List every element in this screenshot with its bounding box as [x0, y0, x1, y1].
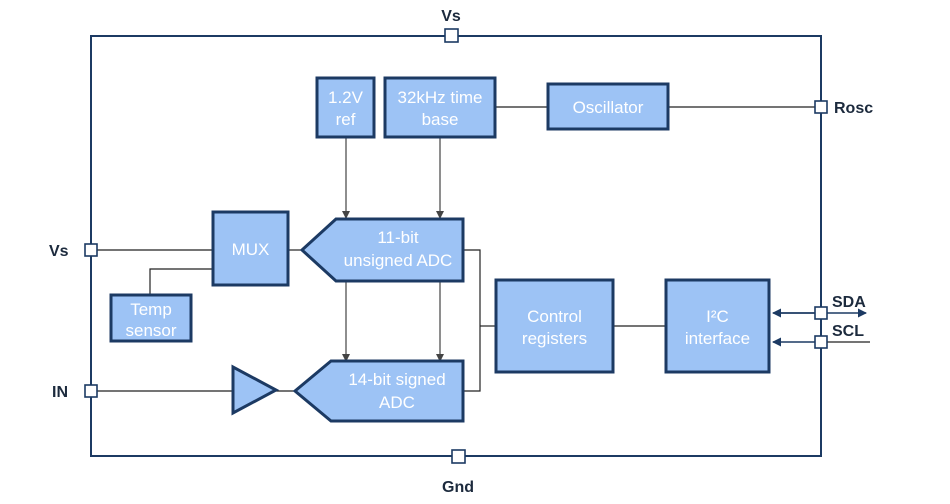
block-1v2-ref: 1.2V ref — [315, 76, 376, 139]
block-32khz-timebase: 32kHz time base — [383, 76, 497, 139]
svg-text:ref: ref — [336, 110, 356, 129]
pin-gnd — [451, 449, 466, 464]
block-control-registers: Control registers — [494, 278, 615, 374]
pin-in — [84, 384, 98, 398]
block-14bit-adc: 14-bit signed ADC — [292, 359, 465, 423]
block-i2c-interface: I²C interface — [664, 278, 771, 374]
svg-text:11-bit: 11-bit — [377, 228, 419, 247]
pin-label-gnd: Gnd — [442, 479, 474, 496]
svg-text:Temp: Temp — [130, 300, 172, 319]
svg-text:14-bit signed: 14-bit signed — [348, 370, 445, 389]
svg-text:1.2V: 1.2V — [328, 88, 364, 107]
svg-text:MUX: MUX — [232, 240, 270, 259]
svg-text:unsigned ADC: unsigned ADC — [344, 251, 453, 270]
svg-text:Oscillator: Oscillator — [573, 98, 644, 117]
pin-rosc — [814, 100, 828, 114]
amplifier-triangle — [231, 364, 280, 416]
pin-label-vs-left: Vs — [49, 243, 69, 260]
svg-text:registers: registers — [522, 329, 587, 348]
pin-label-scl: SCL — [832, 323, 864, 340]
block-mux: MUX — [211, 210, 290, 287]
pin-label-vs-top: Vs — [441, 8, 461, 25]
pin-vs-left — [84, 243, 98, 257]
pin-label-in: IN — [52, 384, 68, 401]
pin-label-sda: SDA — [832, 294, 866, 311]
pin-label-rosc: Rosc — [834, 100, 873, 117]
block-oscillator: Oscillator — [546, 82, 670, 131]
svg-text:sensor: sensor — [125, 321, 176, 340]
pin-scl — [814, 335, 828, 349]
svg-text:I²C: I²C — [706, 307, 729, 326]
wires — [97, 106, 815, 392]
svg-text:base: base — [422, 110, 459, 129]
pin-vs-top — [444, 28, 459, 43]
svg-text:interface: interface — [685, 329, 750, 348]
pin-sda — [814, 306, 828, 320]
signal-arrows — [342, 138, 870, 362]
block-11bit-adc: 11-bit unsigned ADC — [299, 217, 465, 283]
svg-text:32kHz time: 32kHz time — [397, 88, 482, 107]
svg-text:Control: Control — [527, 307, 582, 326]
block-temp-sensor: Temp sensor — [109, 293, 193, 343]
svg-text:ADC: ADC — [379, 393, 415, 412]
